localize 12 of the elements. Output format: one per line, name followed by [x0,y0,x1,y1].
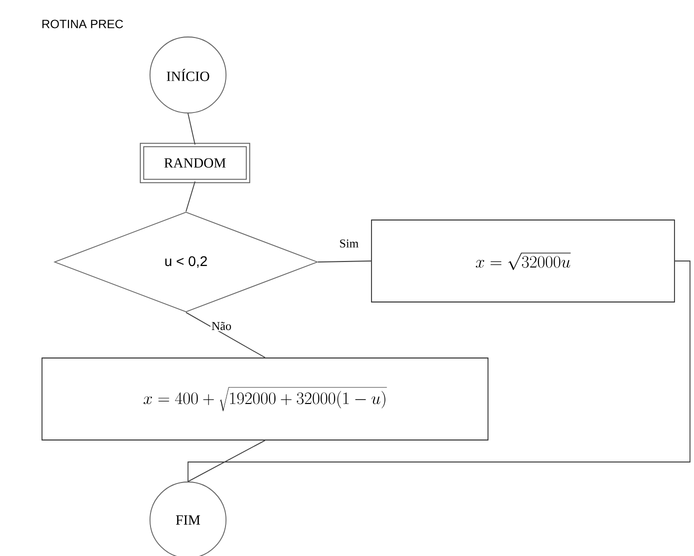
edge-label: Não [210,320,232,332]
connector-line [186,312,266,358]
edge-label: Sim [338,238,360,249]
process-box: $x = \sqrt{32000u}$ [371,220,675,302]
title: ROTINA PREC [42,20,123,28]
connector-line [318,260,372,262]
predefined-process-box: RANDOM [140,142,250,184]
connector-line [186,181,196,212]
process-box: $x = 400 + \sqrt{192000 + 32000(1 - u)}$ [42,358,488,440]
connector-line [188,113,196,145]
connector-line [188,260,690,482]
connector-line [188,440,266,482]
